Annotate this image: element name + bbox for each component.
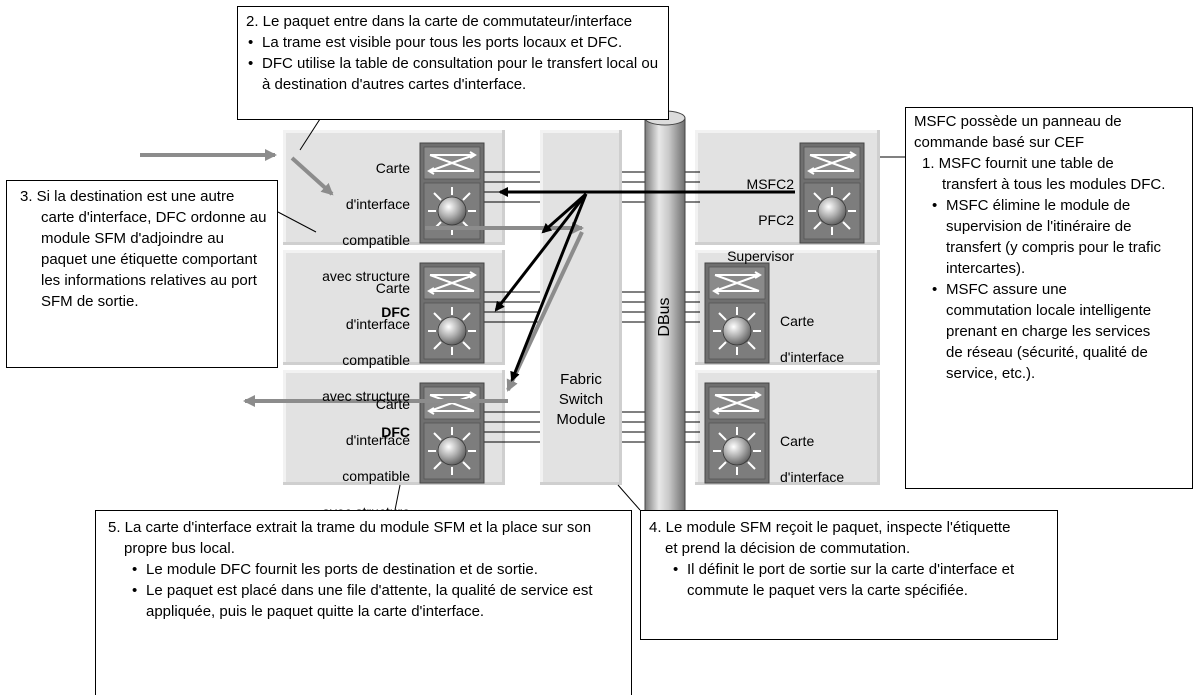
fabric-label-line: Fabric <box>560 371 602 388</box>
interface-card-2-label: Carte d'interface <box>780 294 880 384</box>
card-label-line: d'interface <box>345 316 410 332</box>
callout-bullet: DFC utilise la table de consultation pou… <box>246 53 660 95</box>
interface-label-line: d'interface <box>780 469 845 485</box>
supervisor-label-line: Supervisor <box>727 248 794 264</box>
callout-heading: MSFC possède un panneau de commande basé… <box>914 113 1122 151</box>
fabric-switch-module-label: Fabric Switch Module <box>540 370 622 430</box>
card-label-line: avec structure <box>322 388 410 404</box>
callout-msfc: MSFC possède un panneau de commande basé… <box>905 107 1193 489</box>
dbus-cylinder <box>644 110 686 538</box>
card-label-line: compatible <box>342 232 410 248</box>
card-label-line: d'interface <box>345 196 410 212</box>
callout-heading: 4. Le module SFM reçoit le paquet, inspe… <box>649 519 1011 557</box>
callout-bullet: La trame est visible pour tous les ports… <box>246 32 660 53</box>
card-label-line: avec structure <box>322 268 410 284</box>
callout-step-3: 3. Si la destination est une autre carte… <box>6 180 278 368</box>
callout-pointers <box>277 118 905 511</box>
switch-icon <box>799 142 865 244</box>
callout-heading: 2. Le paquet entre dans la carte de comm… <box>246 13 633 30</box>
card-label-line: Carte <box>375 280 410 296</box>
interface-card-3-label: Carte d'interface <box>780 414 880 504</box>
callout-bullet: Le paquet est placé dans une file d'atte… <box>130 580 623 622</box>
callout-item: 1. MSFC fournit une table de transfert à… <box>922 155 1166 193</box>
switch-icon <box>419 262 485 364</box>
fabric-switch-module <box>540 130 622 485</box>
dfc-card-2-label: Carte d'interface compatible avec struct… <box>290 261 410 459</box>
callout-text: 3. Si la destination est une autre carte… <box>20 188 267 310</box>
dfc-tag: DFC <box>381 424 410 440</box>
interface-label-line: Carte <box>780 313 815 329</box>
interface-label-line: Carte <box>780 433 815 449</box>
packet-path-arrows <box>140 149 584 407</box>
card-label-line: Carte <box>375 160 410 176</box>
switch-icon <box>419 382 485 484</box>
callout-bullet: Il définit le port de sortie sur la cart… <box>671 559 1049 601</box>
card-label-line: d'interface <box>345 432 410 448</box>
callout-step-5: 5. La carte d'interface extrait la trame… <box>95 510 632 695</box>
interface-label-line: d'interface <box>780 349 845 365</box>
callout-bullet: MSFC élimine le module de supervision de… <box>930 195 1172 279</box>
fabric-label-line: Switch <box>558 391 604 408</box>
callout-step-4: 4. Le module SFM reçoit le paquet, inspe… <box>640 510 1058 640</box>
supervisor-label-line: MSFC2 <box>746 176 794 192</box>
fabric-label-line: Module <box>556 411 606 428</box>
callout-bullet: MSFC assure une commutation locale intel… <box>930 279 1172 384</box>
dfc-card-1-label: Carte d'interface compatible avec struct… <box>290 141 410 339</box>
card-label-line: Carte <box>375 396 410 412</box>
callout-heading: 5. La carte d'interface extrait la trame… <box>108 519 592 557</box>
card-label-line: compatible <box>342 468 410 484</box>
supervisor-label: MSFC2 PFC2 Supervisor <box>700 157 794 283</box>
callout-step-2: 2. Le paquet entre dans la carte de comm… <box>237 6 669 120</box>
control-path-arrows <box>494 187 795 382</box>
card-label-line: compatible <box>342 352 410 368</box>
callout-bullet: Le module DFC fournit les ports de desti… <box>130 559 623 580</box>
dfc-tag: DFC <box>381 304 410 320</box>
dbus-label: DBus <box>656 297 673 337</box>
switch-icon <box>704 382 770 484</box>
bus-lines <box>484 171 700 443</box>
supervisor-label-line: PFC2 <box>758 212 794 228</box>
